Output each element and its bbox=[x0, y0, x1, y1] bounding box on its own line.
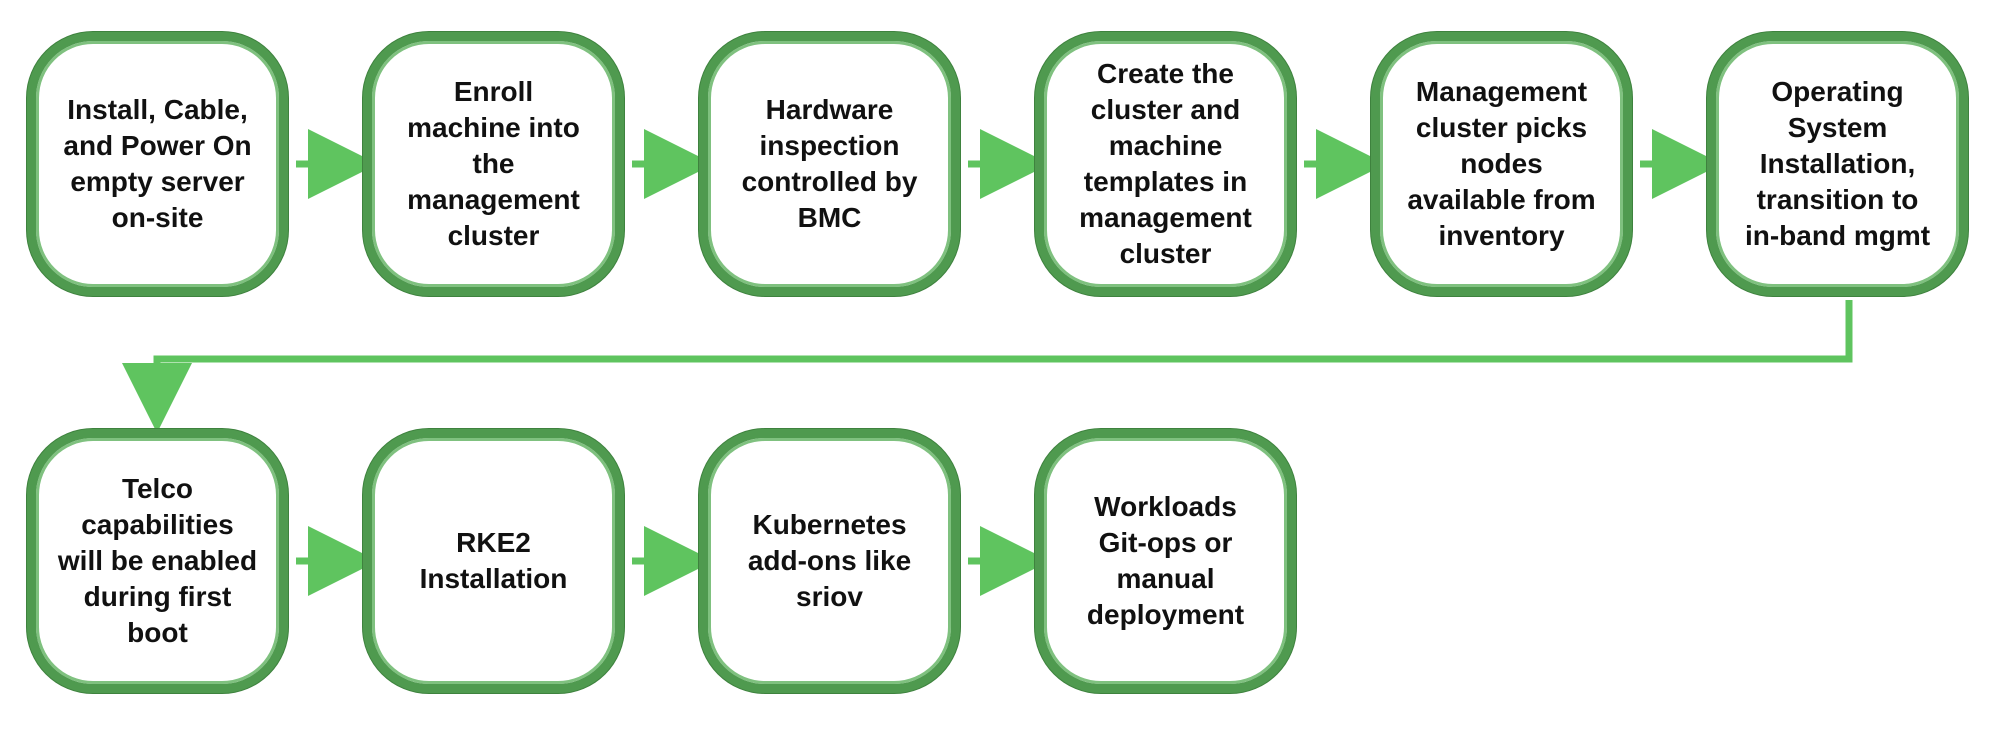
step-label: Create the cluster and machine templates… bbox=[1079, 58, 1252, 269]
step-install-cable-power: Install, Cable, and Power On empty serve… bbox=[27, 32, 288, 296]
step-label: Enroll machine into the management clust… bbox=[407, 76, 580, 251]
step-label: Operating System Installation, transitio… bbox=[1744, 76, 1931, 251]
step-create-templates: Create the cluster and machine templates… bbox=[1035, 32, 1296, 296]
step-label: Hardware inspection controlled by BMC bbox=[741, 94, 918, 233]
step-telco-capabilities: Telco capabilities will be enabled durin… bbox=[27, 429, 288, 693]
step-label: Workloads Git-ops or manual deployment bbox=[1086, 491, 1245, 630]
step-pick-nodes: Management cluster picks nodes available… bbox=[1371, 32, 1632, 296]
step-label: RKE2 Installation bbox=[419, 527, 568, 594]
step-label: Kubernetes add-ons like sriov bbox=[747, 509, 912, 612]
step-workloads-deployment: Workloads Git-ops or manual deployment bbox=[1035, 429, 1296, 693]
step-hardware-inspection: Hardware inspection controlled by BMC bbox=[699, 32, 960, 296]
step-kubernetes-addons: Kubernetes add-ons like sriov bbox=[699, 429, 960, 693]
step-label: Install, Cable, and Power On empty serve… bbox=[63, 94, 252, 233]
step-enroll-machine: Enroll machine into the management clust… bbox=[363, 32, 624, 296]
step-rke2-installation: RKE2 Installation bbox=[363, 429, 624, 693]
step-os-installation: Operating System Installation, transitio… bbox=[1707, 32, 1968, 296]
step-label: Telco capabilities will be enabled durin… bbox=[57, 473, 258, 648]
arrow-6-7 bbox=[122, 300, 1853, 433]
step-label: Management cluster picks nodes available… bbox=[1407, 76, 1596, 251]
